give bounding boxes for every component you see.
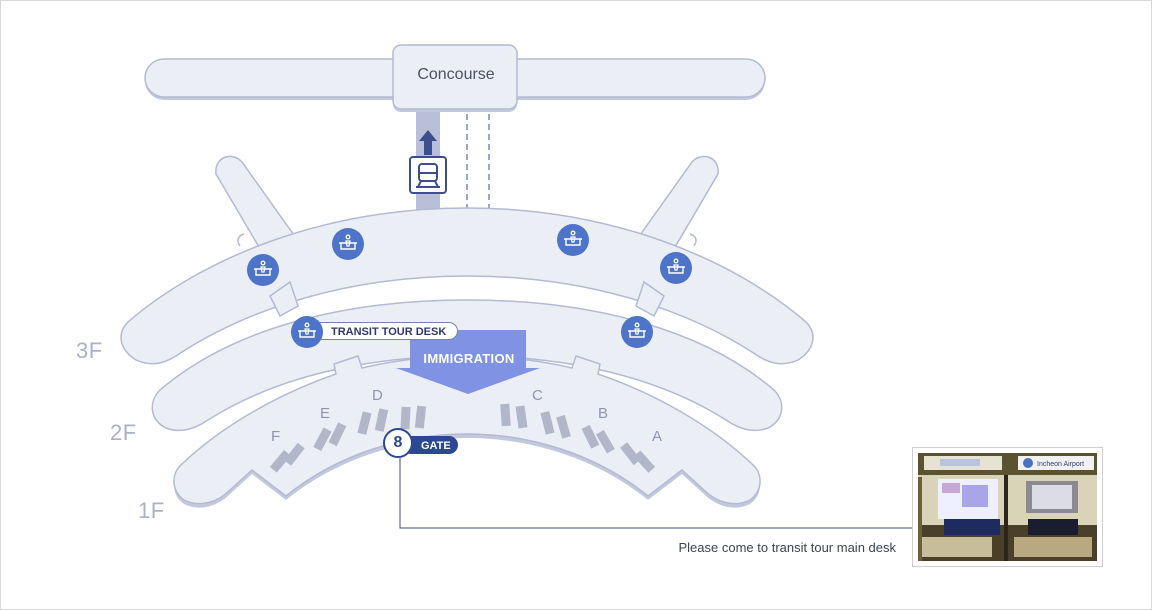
info-desk-icon[interactable] xyxy=(621,316,653,348)
floor-label-1f: 1F xyxy=(138,498,165,523)
gate-bar xyxy=(620,442,641,466)
gate-letter-a: A xyxy=(652,428,663,445)
transit-desk-icon[interactable] xyxy=(290,315,324,349)
gate-bar xyxy=(633,450,656,473)
gate-letter-b: B xyxy=(598,405,609,422)
floor-3f-area xyxy=(120,207,814,365)
floor-label-2f: 2F xyxy=(110,420,137,445)
gate-bar xyxy=(400,406,411,430)
desk-photo-caption: Please come to transit tour main desk xyxy=(678,540,897,555)
gate-bar xyxy=(414,405,427,429)
photo-sign-incheon: Incheon Airport xyxy=(1037,461,1084,468)
gate-bar xyxy=(540,411,555,435)
transit-desk-photo: Incheon Airport xyxy=(912,447,1103,567)
connector-left xyxy=(269,280,299,318)
pier-right xyxy=(636,155,719,261)
gate-bar xyxy=(269,450,291,473)
concourse-building xyxy=(144,44,766,112)
info-desk-icon[interactable] xyxy=(660,252,692,284)
gate-bar xyxy=(596,429,615,454)
connector-right xyxy=(635,280,665,318)
info-desk-icon[interactable] xyxy=(557,224,589,256)
info-desk-icon[interactable] xyxy=(332,228,364,260)
gate-bar xyxy=(515,405,528,429)
gate-bar xyxy=(374,408,389,432)
gate-letter-c: C xyxy=(532,387,543,404)
arrow-up-icon xyxy=(419,130,437,155)
immigration-label: IMMIGRATION xyxy=(423,351,515,366)
gate-label[interactable]: GATE xyxy=(402,436,458,454)
gate-bar xyxy=(500,403,511,427)
info-desk-icon[interactable] xyxy=(247,254,279,286)
transit-tour-desk-label[interactable]: TRANSIT TOUR DESK xyxy=(306,322,458,340)
gate-bar xyxy=(357,411,372,435)
gate-bar xyxy=(284,442,305,466)
desk-photo-image: Incheon Airport xyxy=(918,453,1097,561)
gate-letter-e: E xyxy=(320,405,331,422)
gate-bar xyxy=(313,427,332,452)
concourse-label: Concourse xyxy=(417,66,495,83)
gate-bars xyxy=(269,403,656,473)
gate-letter-f: F xyxy=(271,428,281,445)
gate-letter-d: D xyxy=(372,387,383,404)
gate-number-badge[interactable]: 8 xyxy=(383,428,413,458)
floor-label-3f: 3F xyxy=(76,338,103,363)
gate-bar xyxy=(328,422,347,447)
pier-left xyxy=(215,155,298,261)
gate-bar xyxy=(556,415,571,439)
train-icon xyxy=(409,156,447,194)
callout-line xyxy=(399,458,912,529)
immigration-arrow xyxy=(396,330,540,394)
gate-bar xyxy=(581,424,600,449)
